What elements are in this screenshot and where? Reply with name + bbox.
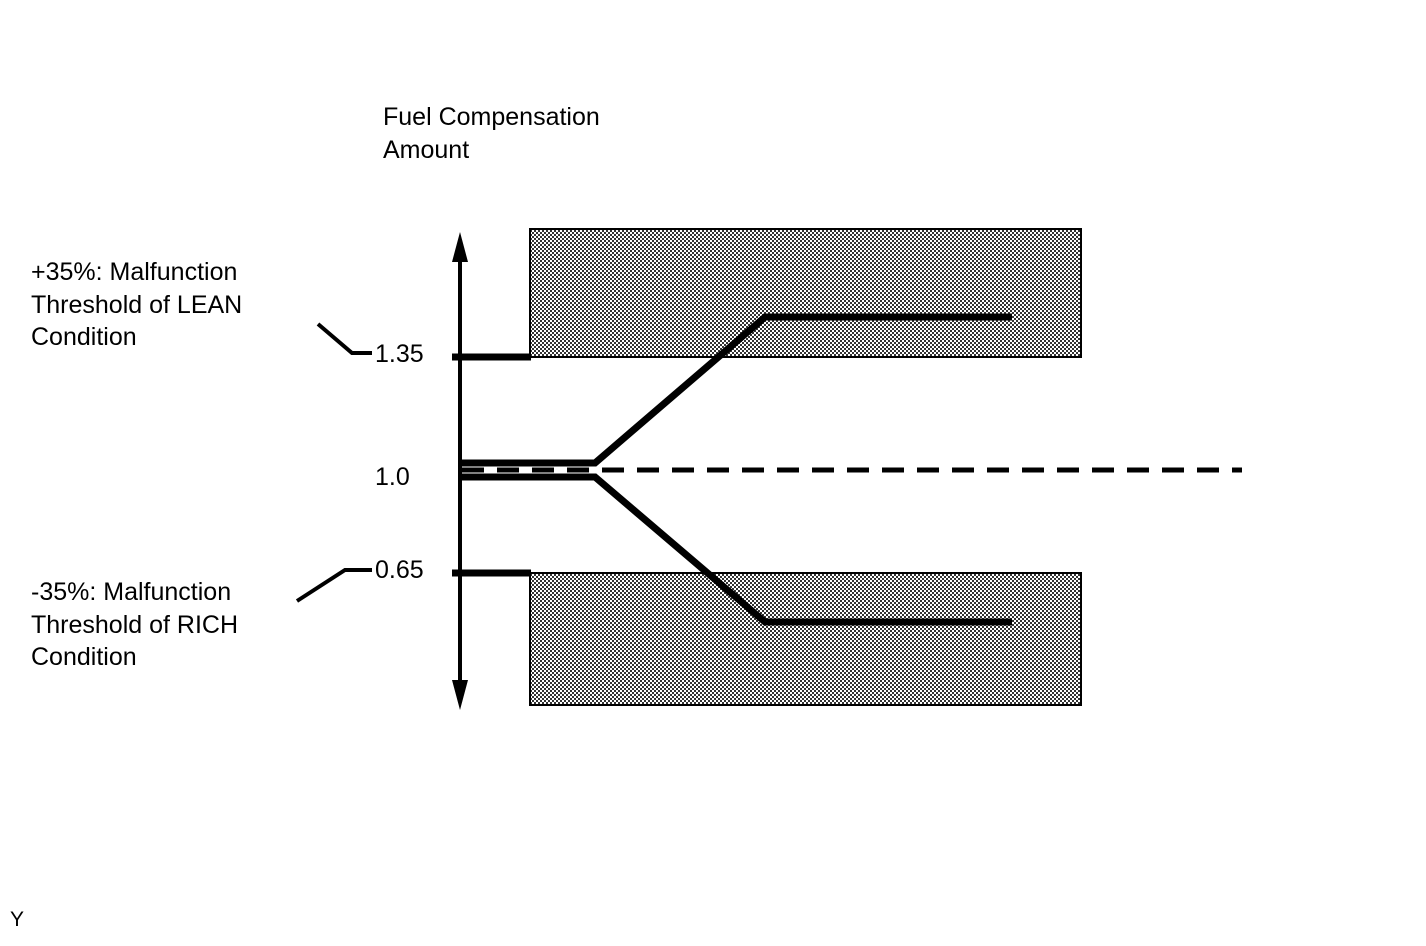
figure-marker-label: Y [10,908,25,931]
rich-compensation-trace [461,473,1012,626]
y-axis-arrow-up [452,232,468,262]
y-axis-tick-label-135: 1.35 [375,340,424,368]
y-axis-arrow-down [452,680,468,710]
chart-title: Fuel Compensation Amount [383,103,600,164]
lean-malfunction-band [529,228,1082,358]
lean-threshold-annotation: +35%: Malfunction Threshold of LEAN Cond… [31,258,243,351]
y-axis-tick-label-10: 1.0 [375,463,410,491]
rich-threshold-annotation: -35%: Malfunction Threshold of RICH Cond… [31,578,239,671]
lean-compensation-trace [461,313,1012,467]
lean-annotation-leader-line [316,322,372,355]
rich-malfunction-band [529,572,1082,706]
rich-annotation-leader-line [295,568,372,603]
y-axis-tick-label-065: 0.65 [375,556,424,584]
